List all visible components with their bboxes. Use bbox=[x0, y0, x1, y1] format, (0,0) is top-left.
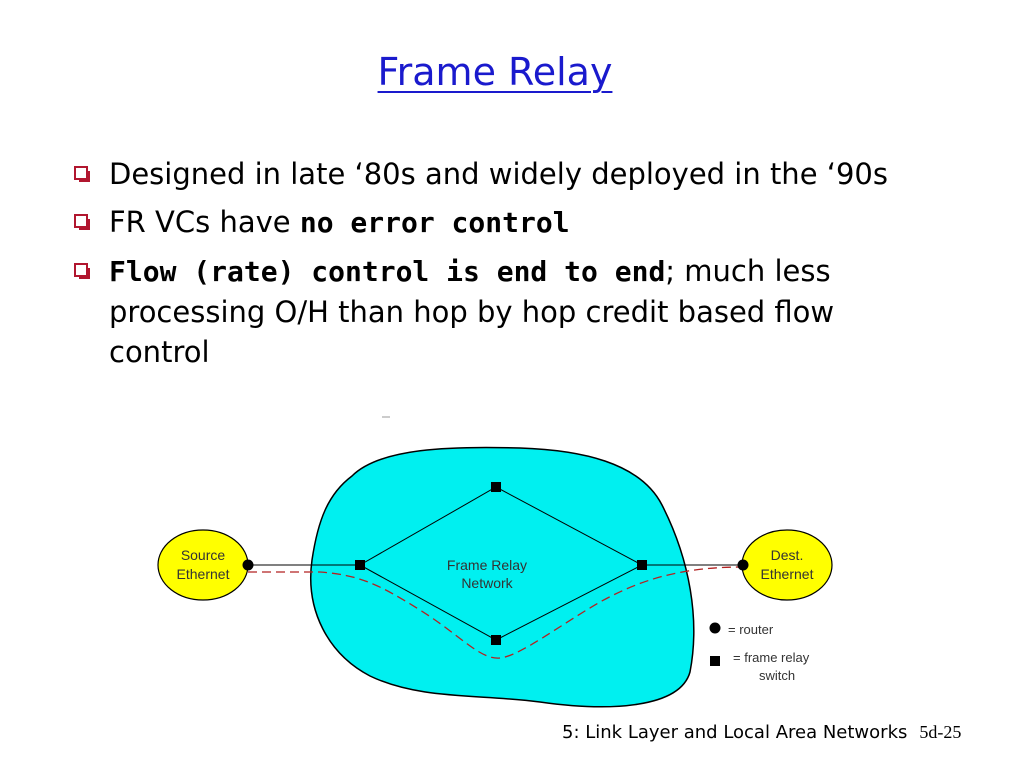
network-label-line2: Network bbox=[461, 575, 513, 591]
slide-footer: 5: Link Layer and Local Area Networks 5d-… bbox=[562, 722, 961, 743]
dest-label-line1: Dest. bbox=[771, 547, 804, 563]
bullet-text-prefix: FR VCs have bbox=[109, 205, 300, 239]
legend-switch-label-line2: switch bbox=[759, 668, 795, 683]
bullet-item: FR VCs have no error control bbox=[72, 202, 932, 243]
bullet-square-icon bbox=[74, 166, 88, 180]
bullet-item: Designed in late ‘80s and widely deploye… bbox=[72, 154, 932, 194]
frame-relay-cloud bbox=[310, 446, 695, 708]
footer-chapter: 5: Link Layer and Local Area Networks bbox=[562, 722, 908, 743]
virtual-circuit-path bbox=[248, 566, 744, 659]
switch-icon bbox=[491, 635, 501, 645]
bullet-text-suffix: ; much less processing O/H than hop by h… bbox=[109, 254, 835, 369]
legend-router-icon bbox=[709, 622, 721, 634]
source-label-line2: Ethernet bbox=[177, 566, 230, 582]
bullet-text: Designed in late ‘80s and widely deploye… bbox=[109, 157, 888, 191]
legend-switch-label-line1: = frame relay bbox=[733, 650, 810, 665]
legend-router-label: = router bbox=[728, 622, 774, 637]
slide-title: Frame Relay bbox=[377, 50, 613, 94]
dest-label-line2: Ethernet bbox=[761, 566, 814, 582]
switch-icon bbox=[637, 560, 647, 570]
network-label-line1: Frame Relay bbox=[447, 557, 527, 573]
source-label-line1: Source bbox=[181, 547, 226, 563]
bullet-square-icon bbox=[74, 214, 88, 228]
bullet-square-icon bbox=[74, 263, 88, 277]
bullet-text-bold: no error control bbox=[299, 206, 570, 239]
source-ethernet-node bbox=[157, 529, 249, 601]
legend-switch-icon bbox=[710, 656, 720, 666]
switch-icon bbox=[355, 560, 365, 570]
bullet-text-bold: Flow (rate) control is end to end bbox=[109, 255, 666, 288]
bullet-list: Designed in late ‘80s and widely deploye… bbox=[72, 154, 932, 380]
router-icon bbox=[242, 559, 254, 571]
dest-ethernet-node bbox=[741, 529, 833, 601]
page-number: 5d-25 bbox=[919, 722, 962, 742]
bullet-item: Flow (rate) control is end to end; much … bbox=[72, 251, 932, 372]
switch-icon bbox=[491, 482, 501, 492]
router-icon bbox=[737, 559, 749, 571]
